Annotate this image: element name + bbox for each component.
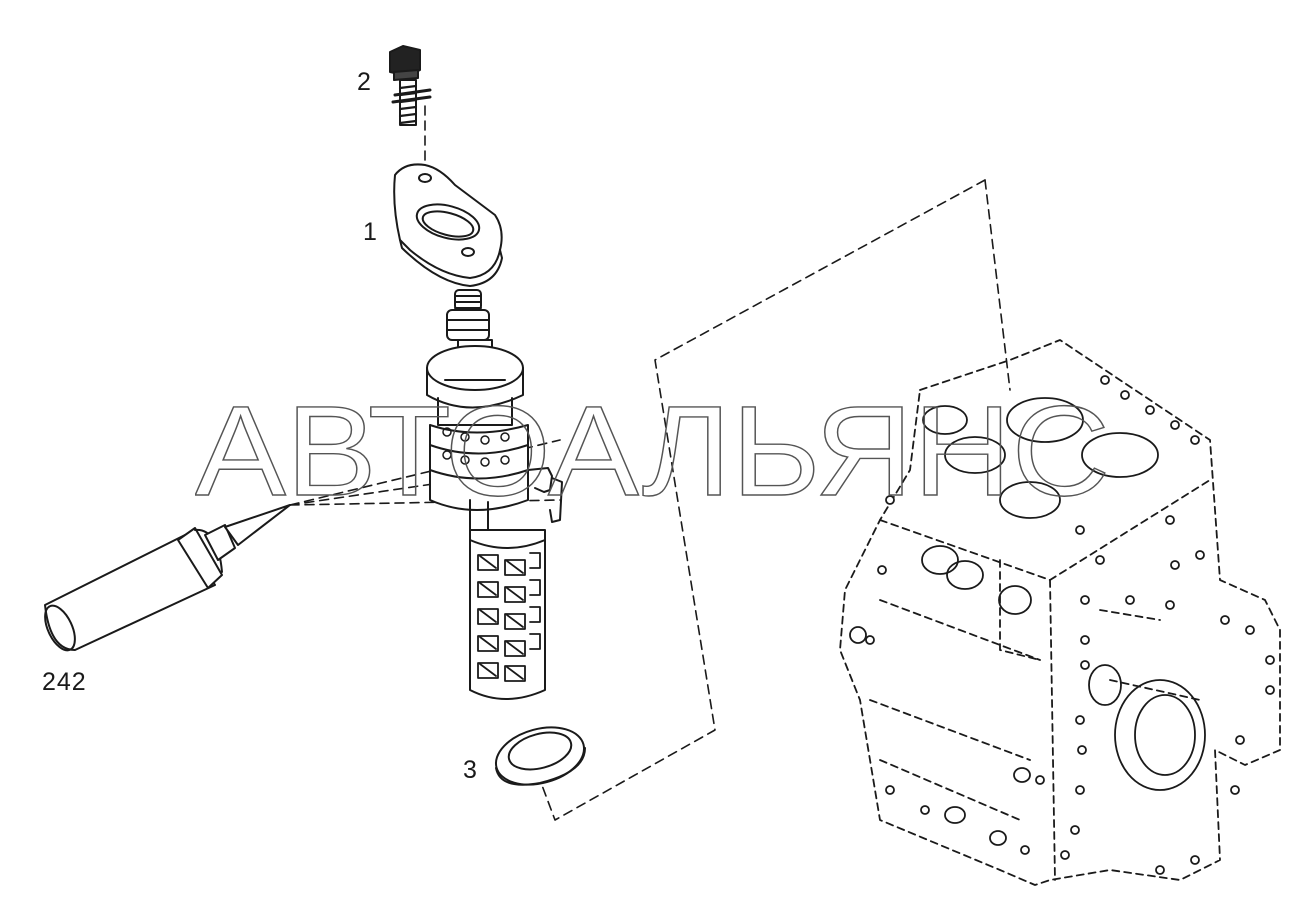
seal-ring-part [494, 726, 586, 786]
pump-element-part [426, 289, 563, 700]
callout-seal-ring: 3 [463, 756, 478, 784]
callout-sealant-tube: 242 [42, 668, 87, 696]
flange-part [393, 163, 503, 287]
watermark: АВТОАЛЬЯНС [195, 385, 1111, 515]
sealant-tube-part [44, 504, 291, 652]
callout-bolt: 2 [357, 68, 372, 96]
callout-flange: 1 [363, 218, 378, 246]
engine-block-part [839, 339, 1281, 886]
watermark-text: АВТОАЛЬЯНС [195, 385, 1110, 515]
bolt-part [389, 45, 432, 126]
